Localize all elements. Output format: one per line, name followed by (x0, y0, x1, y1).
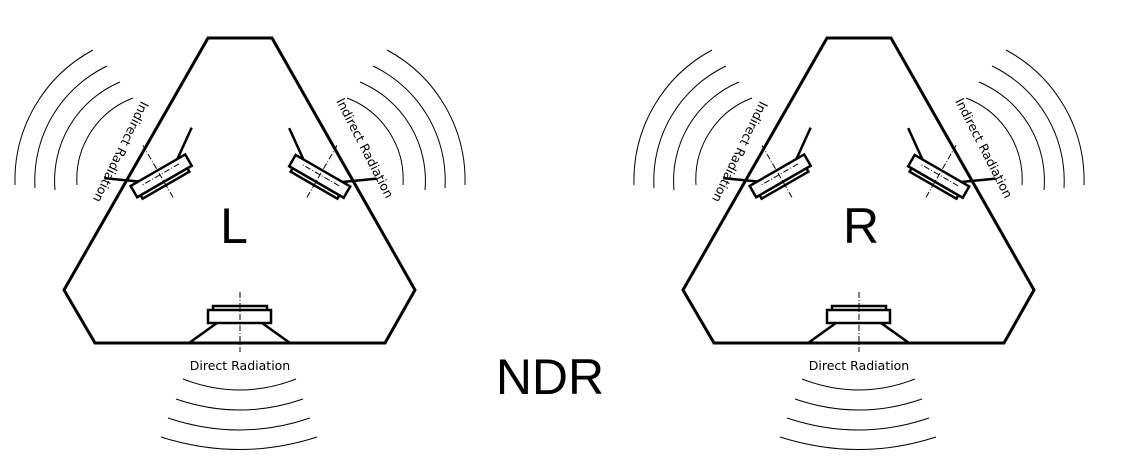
indirect-waves-left (633, 49, 753, 191)
ndr-title: NDR (496, 349, 604, 405)
direct-radiation-label: Direct Radiation (190, 358, 290, 373)
indirect-waves-right (965, 49, 1085, 191)
channel-label-left: L (220, 198, 248, 254)
direct-radiation-label: Direct Radiation (809, 358, 909, 373)
right-speaker: Indirect Radiation Indirect Radiation Di… (633, 36, 1085, 450)
direct-waves (779, 378, 937, 450)
left-speaker: Indirect Radiation Indirect Radiation Di… (14, 36, 466, 450)
indirect-waves-left (14, 49, 134, 191)
direct-waves (160, 378, 318, 450)
channel-label-right: R (843, 198, 879, 254)
indirect-waves-right (346, 49, 466, 191)
cabinet-outline (681, 36, 1036, 345)
cabinet-outline (62, 36, 417, 345)
